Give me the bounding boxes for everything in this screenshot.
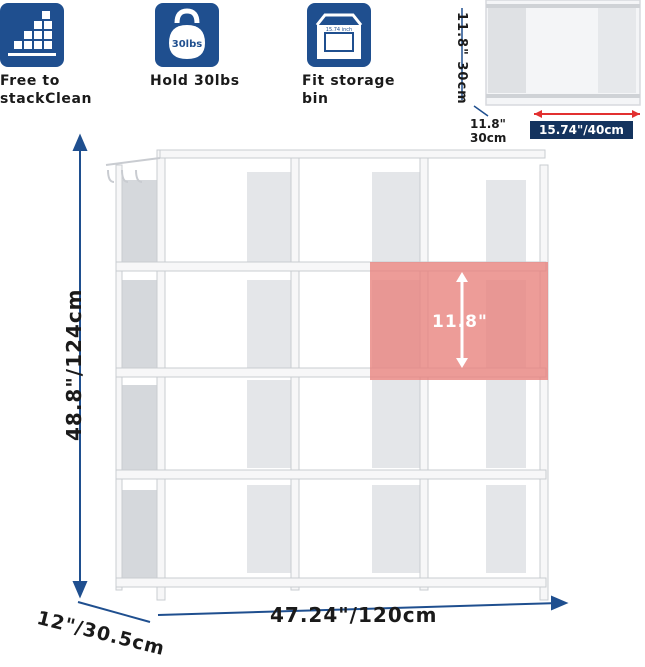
feature-stackable: Free to stackClean [0, 0, 120, 115]
feature-label: Fit storage bin [302, 73, 396, 107]
feature-storage-bin: 15.74 inch Fit storage bin [302, 0, 422, 115]
thumb-depth-label: 11.8" 30cm [470, 117, 507, 145]
cube-shelf [72, 133, 569, 623]
storage-bin-icon: 15.74 inch [307, 3, 371, 67]
width-dimension-label: 47.24"/120cm [270, 603, 438, 627]
thumb-depth-label-vertical: 11.8" 30cm [454, 12, 469, 105]
thumb-width-badge: 15.74"/40cm [530, 121, 633, 139]
cube-dimension-label: 11.8" [432, 312, 488, 332]
weight-badge: 30lbs [172, 39, 203, 50]
kettlebell-icon: 30lbs [155, 3, 219, 67]
shelf-thumbnail [461, 0, 641, 118]
feature-weight: 30lbs Hold 30lbs [150, 0, 270, 115]
height-dimension-label: 48.8"/124cm [62, 288, 86, 442]
bin-size-badge: 15.74 inch [326, 27, 352, 33]
stack-icon [0, 3, 64, 67]
feature-label: Hold 30lbs [150, 73, 240, 89]
feature-label: Free to stackClean [0, 73, 93, 107]
